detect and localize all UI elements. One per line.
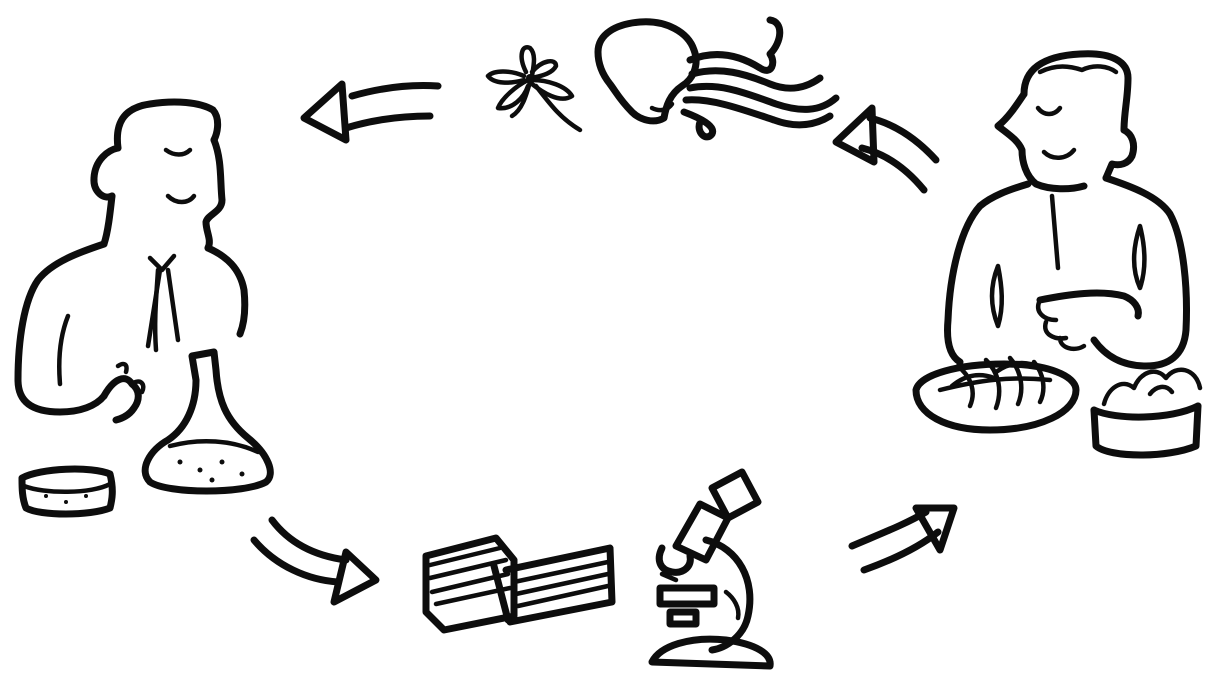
arrow-organisms-to-lab xyxy=(304,84,438,140)
arrow-scientist-to-organisms xyxy=(836,108,936,190)
arrow-lab-to-documents xyxy=(254,520,376,602)
octopus-and-flower-icon xyxy=(488,20,836,137)
arrow-microscope-to-scientist xyxy=(852,508,954,570)
stack-of-papers-icon xyxy=(426,538,612,630)
person-with-food-plates-icon xyxy=(916,54,1200,455)
microscope-icon xyxy=(652,472,770,666)
scientist-with-flask-icon xyxy=(18,102,270,514)
